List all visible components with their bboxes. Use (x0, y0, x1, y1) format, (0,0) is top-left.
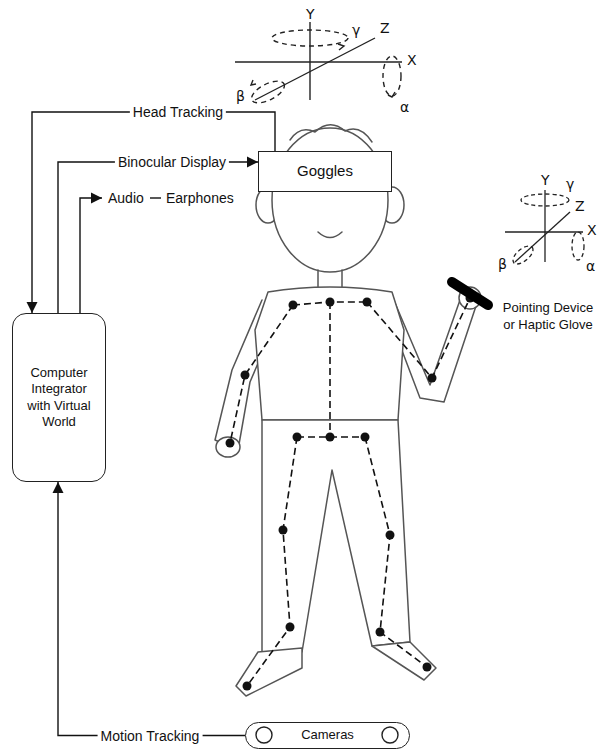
goggles-box: Goggles (258, 151, 392, 192)
node-text: Goggles (297, 162, 353, 181)
rotation-ellipse (521, 194, 569, 206)
joint (241, 371, 250, 380)
connector (58, 482, 245, 736)
computer-box: Computer Integrator with Virtual World (12, 313, 106, 482)
joint (326, 433, 335, 442)
skeleton-lines (230, 298, 470, 686)
joint (361, 433, 370, 442)
head-axes (235, 22, 402, 107)
rotation-ellipse (383, 56, 401, 96)
bone (230, 305, 293, 443)
axis-line (235, 61, 402, 62)
camera-lens (256, 727, 272, 743)
camera-lens (382, 727, 398, 743)
hand-axes (505, 190, 584, 267)
rotation-ellipse (510, 243, 536, 268)
joint (428, 374, 437, 383)
bone (247, 437, 297, 686)
rotation-arrow (338, 44, 344, 50)
rotation-arrow (251, 80, 256, 85)
left-hand (216, 437, 240, 457)
axis-label: γ (566, 176, 574, 192)
joint (376, 628, 385, 637)
earphones-label: Earphones (166, 190, 234, 206)
neck (318, 270, 342, 288)
axis-line (515, 212, 570, 262)
edge-label: Head Tracking (130, 104, 226, 120)
axis-label: β (498, 256, 507, 272)
joint (279, 526, 288, 535)
joint (286, 623, 295, 632)
axis-label: Z (380, 20, 390, 36)
axis-line (505, 231, 583, 232)
pointing-device (452, 282, 488, 305)
rotation-ellipse (572, 232, 584, 260)
node-text: Cameras (301, 727, 354, 743)
joint (326, 298, 335, 307)
joint (289, 301, 298, 310)
bone (329, 302, 331, 437)
axis-line (309, 22, 310, 100)
right-shoe (372, 642, 436, 680)
audio-label: Audio (108, 190, 144, 206)
axis-label: β (236, 88, 245, 104)
connector (58, 162, 258, 313)
node-text: Computer Integrator with Virtual World (19, 365, 99, 430)
axis-label: X (407, 52, 417, 68)
edge-label: Binocular Display (115, 154, 229, 170)
smile (318, 232, 342, 238)
axis-label: α (586, 258, 595, 274)
rotation-arrow (388, 92, 395, 97)
axis-line (255, 38, 375, 100)
joint (423, 663, 432, 672)
axis-label: Y (541, 172, 550, 188)
rotation-ellipse (272, 30, 348, 46)
rotation-ellipse (248, 77, 287, 108)
axis-label: Y (306, 6, 315, 22)
joint (386, 531, 395, 540)
dash (150, 197, 161, 198)
joint (293, 433, 302, 442)
hair (290, 125, 372, 142)
edge-label: Motion Tracking (98, 728, 203, 744)
audio-arrow (80, 198, 102, 313)
person-sketch (215, 125, 481, 696)
axis-label: γ (352, 22, 360, 38)
bone (365, 437, 427, 667)
connector (32, 112, 275, 313)
joint (243, 682, 252, 691)
joint (226, 439, 235, 448)
right-arm (392, 296, 476, 402)
axis-line (544, 190, 545, 262)
joint (363, 298, 372, 307)
head (272, 128, 388, 272)
bone (367, 298, 470, 378)
axis-label: Z (575, 198, 585, 214)
cameras-box: Cameras (245, 722, 410, 749)
joint-dots (226, 294, 475, 691)
device-label: Pointing Device or Haptic Glove (498, 299, 598, 333)
axis-label: α (400, 99, 409, 115)
axis-label: X (587, 222, 597, 238)
